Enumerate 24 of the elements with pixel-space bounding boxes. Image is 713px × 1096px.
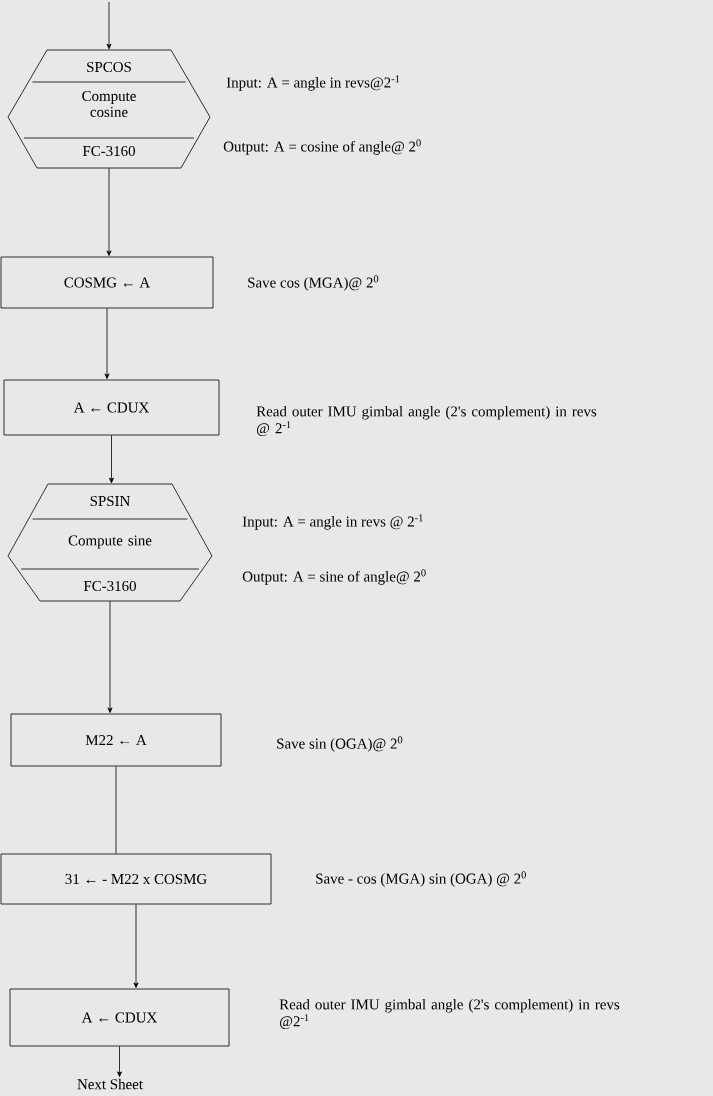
process-box: 31 ← - M22 x COSMG: [0, 853, 272, 905]
arrow: [107, 600, 113, 713]
annotation-text: Output: A = sine of angle@ 2$^{0}$: [242, 569, 426, 585]
annotation-text: Save - cos (MGA) sin (OGA) @ 2$^{0}$: [316, 871, 526, 887]
annotation-text: Save cos (MGA)@ 2$^{0}$: [248, 275, 379, 291]
arrow: [117, 1046, 122, 1077]
annotation-text: Read outer IMU gimbal angle (2's complement) in revs @2$^{-1}$: [279, 998, 620, 1030]
arrow: [106, 1, 112, 50]
annotation-text: Output: A = cosine of angle@ 2$^{0}$: [223, 139, 421, 155]
process-box: A ← CDUX: [3, 379, 220, 436]
arrow: [133, 904, 139, 988]
subroutine-hexagon: SPSIN Compute sine FC-3160: [7, 483, 213, 602]
process-box: M22 ← A: [10, 713, 222, 767]
annotation-text: Input: A = angle in revs@2$^{-1}$: [226, 75, 400, 91]
annotation-text: Save sin (OGA)@ 2$^{0}$: [277, 736, 403, 752]
annotation-text: Read outer IMU gimbal angle (2's complement) in revs @ 2$^{-1}$: [256, 405, 597, 437]
arrow: [109, 435, 114, 484]
arrow: [104, 308, 110, 379]
subroutine-hexagon: SPCOS Compute cosine FC-3160: [7, 49, 211, 169]
arrow: [106, 167, 112, 256]
process-box: A ← CDUX: [9, 988, 230, 1047]
process-box: COSMG ← A: [0, 256, 214, 309]
connector-text: Next Sheet: [77, 1078, 143, 1090]
annotation-text: Input: A = angle in revs @ 2$^{-1}$: [242, 514, 423, 530]
